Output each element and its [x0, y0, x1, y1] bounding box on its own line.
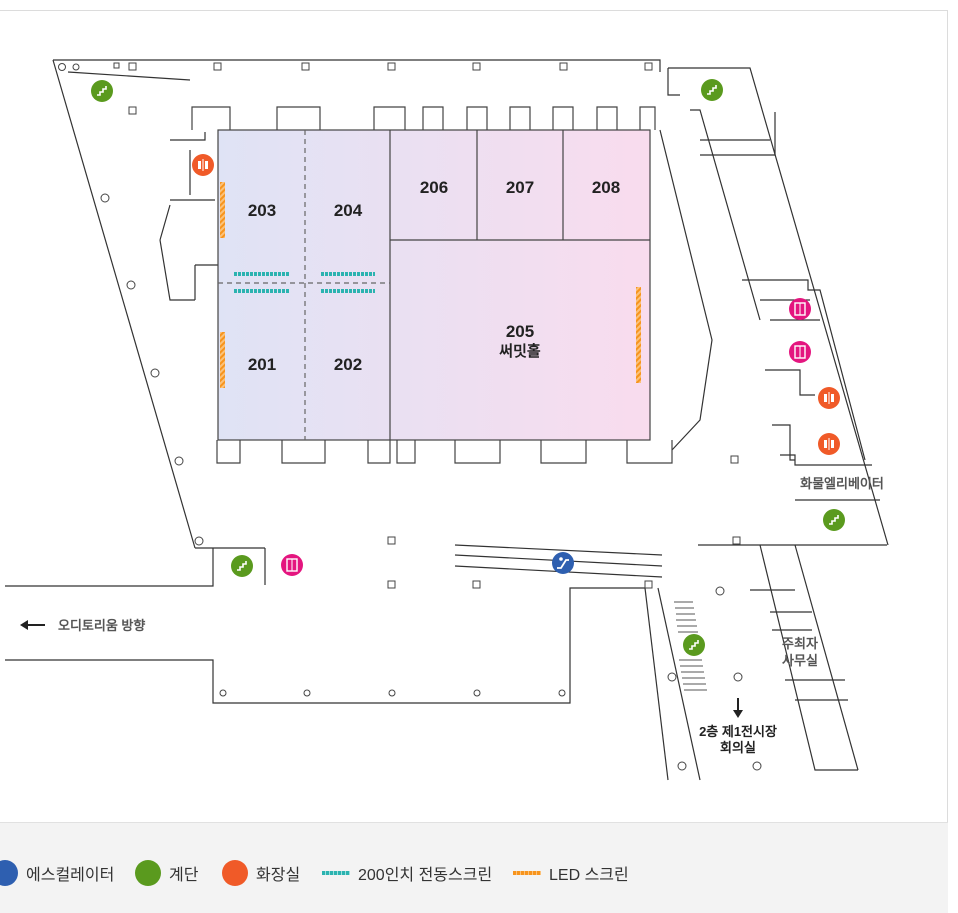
legend-screen-200: 200인치 전동스크린 — [322, 859, 492, 887]
stairs-icon — [701, 79, 723, 101]
stairs-icons — [91, 79, 845, 656]
escalator-icon — [0, 860, 18, 886]
elevator-icons — [281, 298, 811, 576]
pillars — [58, 62, 762, 771]
screen-200-markers — [234, 272, 375, 293]
room-205-label: 205 — [506, 322, 534, 341]
legend-restroom-label: 화장실 — [256, 867, 301, 884]
stairs-icon — [91, 80, 113, 102]
restroom-icon — [192, 154, 214, 176]
legend-screen-200-label: 200인치 전동스크린 — [358, 867, 493, 884]
legend-led-screen: LED 스크린 — [513, 859, 629, 887]
stairs-icon — [683, 634, 705, 656]
stairs-icon — [135, 860, 161, 886]
restroom-icon — [818, 433, 840, 455]
building-outline — [5, 59, 889, 781]
room-204-label: 204 — [334, 201, 363, 220]
led-screen-markers — [220, 182, 641, 388]
restroom-icon — [222, 860, 248, 886]
room-205-name: 써밋홀 — [499, 342, 541, 360]
auditorium-direction-label: 오디토리움 방향 — [58, 618, 145, 633]
legend-led-screen-label: LED 스크린 — [549, 867, 629, 884]
room-206-label: 206 — [420, 178, 448, 197]
downstairs-arrow — [733, 698, 743, 718]
hall-label-1: 2층 제1전시장 — [699, 724, 777, 739]
auditorium-arrow — [20, 620, 45, 630]
organizer-office-label-2: 사무실 — [782, 653, 818, 668]
legend-stairs: 계단 — [135, 859, 198, 887]
room-207-label: 207 — [506, 178, 534, 197]
room-block — [191, 106, 673, 464]
restroom-icons — [192, 154, 840, 455]
elevator-icon — [789, 341, 811, 363]
stairs-icon — [823, 509, 845, 531]
legend: 에스컬레이터 계단 화장실 200인치 전동스크린 LED 스크린 — [0, 822, 948, 913]
screen-200-swatch — [322, 871, 350, 875]
room-202-label: 202 — [334, 355, 362, 374]
led-screen-swatch — [513, 871, 541, 875]
floor-plan: 203 204 201 202 206 207 208 205 써밋홀 화물엘리… — [5, 59, 889, 781]
room-201-label: 201 — [248, 355, 276, 374]
legend-escalator-label: 에스컬레이터 — [26, 867, 115, 884]
restroom-icon — [818, 387, 840, 409]
legend-restroom: 화장실 — [222, 859, 300, 887]
room-208-label: 208 — [592, 178, 620, 197]
elevator-icon — [789, 298, 811, 320]
organizer-office-label-1: 주최자 — [782, 636, 818, 651]
stairs-icon — [231, 555, 253, 577]
freight-elevator-label: 화물엘리베이터 — [800, 476, 884, 491]
elevator-icon — [281, 554, 303, 576]
room-203-label: 203 — [248, 201, 276, 220]
escalator-icon — [552, 552, 574, 574]
stair-treads — [674, 601, 707, 691]
legend-stairs-label: 계단 — [169, 867, 199, 884]
hall-label-2: 회의실 — [720, 740, 756, 755]
legend-escalator: 에스컬레이터 — [0, 859, 114, 887]
